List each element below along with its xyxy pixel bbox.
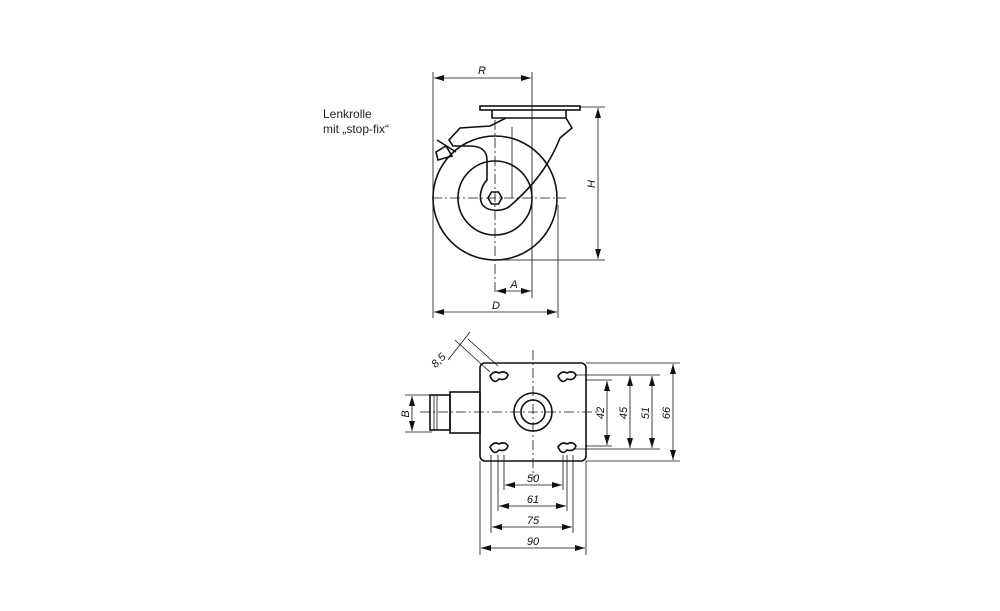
dim-B-label: B [400,410,412,417]
fork [447,117,574,212]
brake-housing [449,391,481,434]
brake-lever [435,139,457,161]
dim-90-label: 90 [527,536,540,548]
caption-line-2: mit „stop-fix“ [323,122,389,136]
dim-D-label: D [492,300,500,312]
dim-66-label: 66 [661,406,673,419]
caption-line-1: Lenkrolle [323,107,372,121]
caption: Lenkrolle mit „stop-fix“ [323,107,389,137]
brake-pedal [429,394,451,431]
dim-50-label: 50 [527,473,540,485]
dim-45-label: 45 [618,406,630,419]
dim-R-label: R [478,65,486,77]
bottom-view: B 8,5 42 45 51 66 50 61 75 90 [400,331,680,555]
dim-51-label: 51 [640,407,652,419]
axle-hex [487,191,503,205]
dim-A-label: A [509,279,517,291]
mounting-plate [479,105,581,111]
dim-61-label: 61 [527,494,539,506]
dim-H-label: H [586,180,598,188]
dim-hole-label: 8,5 [429,351,449,371]
side-view: R H A D [432,65,605,318]
swivel-head [491,110,567,119]
dim-75-label: 75 [527,515,540,527]
dim-42-label: 42 [595,407,607,419]
